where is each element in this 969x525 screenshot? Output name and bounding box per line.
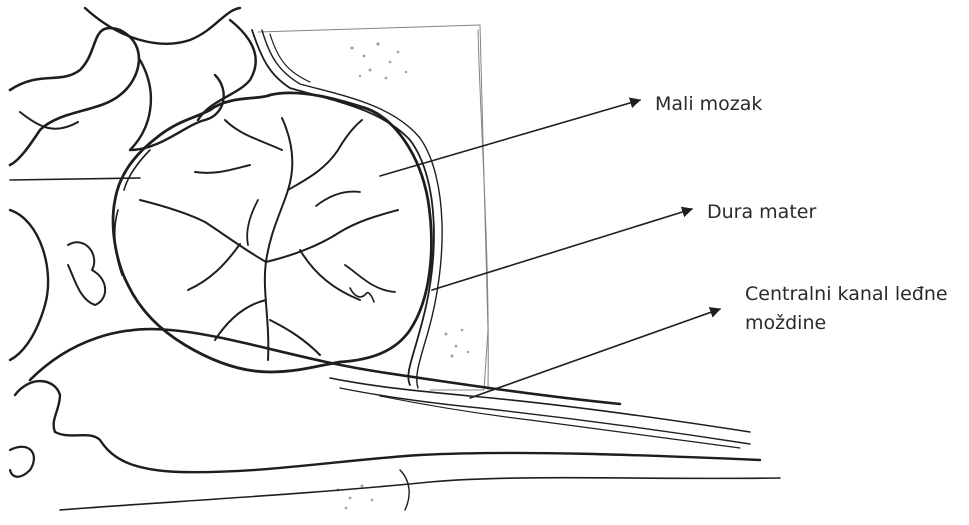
- label-central-canal: Centralni kanal leđne moždine: [745, 280, 948, 338]
- leader-line-cerebellum: [380, 100, 640, 176]
- leader-line-central-canal: [470, 309, 720, 398]
- cerebrum-folds: [10, 8, 256, 180]
- label-central-canal-line1: Centralni kanal leđne: [745, 280, 948, 309]
- vertebra-background: [258, 25, 488, 509]
- brainstem-left: [10, 210, 780, 510]
- label-central-canal-line2: moždine: [745, 309, 948, 338]
- label-cerebellum: Mali mozak: [655, 90, 762, 119]
- leader-line-dura-mater: [432, 209, 692, 290]
- label-dura-mater: Dura mater: [707, 198, 816, 227]
